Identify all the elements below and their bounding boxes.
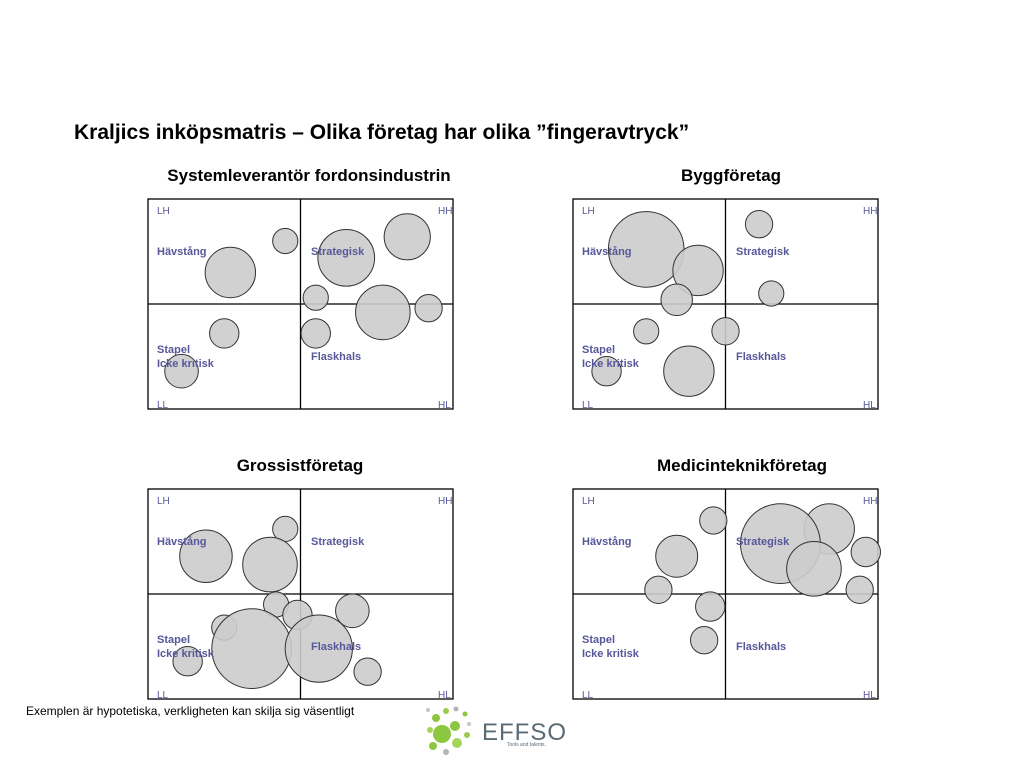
bubble	[744, 210, 774, 239]
logo-tagline: Tools and talents.	[507, 742, 546, 748]
corner-label-hl: HL	[863, 690, 876, 701]
bubble	[699, 506, 728, 535]
corner-label-hl: HL	[438, 400, 451, 411]
page-title: Kraljics inköpsmatris – Olika företag ha…	[74, 121, 690, 144]
bubble	[204, 246, 257, 299]
matrix-title-systemleverantor: Systemleverantör fordonsindustrin	[167, 166, 451, 185]
corner-label-hl: HL	[863, 400, 876, 411]
corner-label-hh: HH	[438, 496, 452, 507]
effso-logo: EFFSO Tools and talents.	[426, 706, 567, 755]
quadrant-label-havstang: Hävstång	[157, 246, 207, 258]
corner-label-ll: LL	[582, 690, 594, 701]
bubble	[172, 646, 203, 677]
quadrant-label-strategisk: Strategisk	[311, 246, 365, 258]
quadrant-label-strategisk: Strategisk	[736, 246, 790, 258]
quadrant-label-stapel: Stapel	[582, 344, 615, 356]
corner-label-hh: HH	[863, 496, 877, 507]
matrix-title-byggforetag: Byggföretag	[680, 166, 782, 185]
bubble	[845, 575, 874, 604]
quadrant-label-icke-kritisk: Icke kritisk	[157, 358, 215, 370]
bubble	[689, 626, 719, 655]
quadrant-label-havstang: Hävstång	[157, 536, 207, 548]
bubble	[633, 318, 660, 345]
corner-label-ll: LL	[582, 400, 594, 411]
quadrant-label-icke-kritisk: Icke kritisk	[157, 648, 215, 660]
corner-label-ll: LL	[157, 690, 169, 701]
quadrant-label-havstang: Hävstång	[582, 246, 632, 258]
bubble	[663, 345, 715, 397]
bubble	[164, 353, 199, 389]
bubble	[414, 294, 443, 323]
quadrant-label-icke-kritisk: Icke kritisk	[582, 358, 640, 370]
bubble	[353, 657, 382, 686]
corner-label-lh: LH	[157, 206, 170, 217]
quadrant-label-flaskhals: Flaskhals	[736, 641, 786, 653]
quadrant-label-stapel: Stapel	[157, 344, 190, 356]
footnote: Exemplen är hypotetiska, verkligheten ka…	[26, 704, 355, 718]
bubble	[284, 614, 353, 683]
corner-label-hl: HL	[438, 690, 451, 701]
quadrant-label-flaskhals: Flaskhals	[311, 351, 361, 363]
quadrant-label-havstang: Hävstång	[582, 536, 632, 548]
bubble	[758, 280, 785, 307]
corner-label-lh: LH	[157, 496, 170, 507]
bubble	[383, 213, 431, 261]
bubble	[786, 541, 842, 597]
bubble	[850, 536, 881, 568]
bubble	[317, 228, 376, 287]
matrix-title-grossistforetag: Grossistföretag	[236, 456, 364, 475]
bubble	[302, 284, 329, 311]
logo-dots-icon	[426, 706, 471, 755]
bubble	[179, 529, 233, 583]
quadrant-label-flaskhals: Flaskhals	[311, 641, 361, 653]
bubble	[300, 318, 331, 349]
bubble	[644, 575, 673, 604]
bubble	[355, 284, 411, 341]
bubble	[672, 244, 724, 297]
bubble	[655, 534, 699, 578]
bubble	[591, 356, 622, 387]
bubble	[209, 318, 240, 349]
bubble	[695, 591, 726, 622]
corner-label-ll: LL	[157, 400, 169, 411]
quadrant-label-strategisk: Strategisk	[311, 536, 365, 548]
quadrant-label-stapel: Stapel	[582, 634, 615, 646]
bubble	[711, 317, 740, 346]
corner-label-lh: LH	[582, 206, 595, 217]
corner-label-hh: HH	[438, 206, 452, 217]
quadrant-label-stapel: Stapel	[157, 634, 190, 646]
bubble	[335, 593, 370, 629]
matrix-title-medicinteknikforetag: Medicinteknikföretag	[656, 456, 828, 475]
bubble	[242, 536, 298, 593]
bubble	[272, 227, 299, 255]
quadrant-label-flaskhals: Flaskhals	[736, 351, 786, 363]
quadrant-label-strategisk: Strategisk	[736, 536, 790, 548]
corner-label-hh: HH	[863, 206, 877, 217]
logo-wordmark: EFFSO	[482, 719, 567, 746]
bubble	[211, 608, 293, 690]
quadrant-label-icke-kritisk: Icke kritisk	[582, 648, 640, 660]
bubble	[660, 283, 693, 317]
corner-label-lh: LH	[582, 496, 595, 507]
